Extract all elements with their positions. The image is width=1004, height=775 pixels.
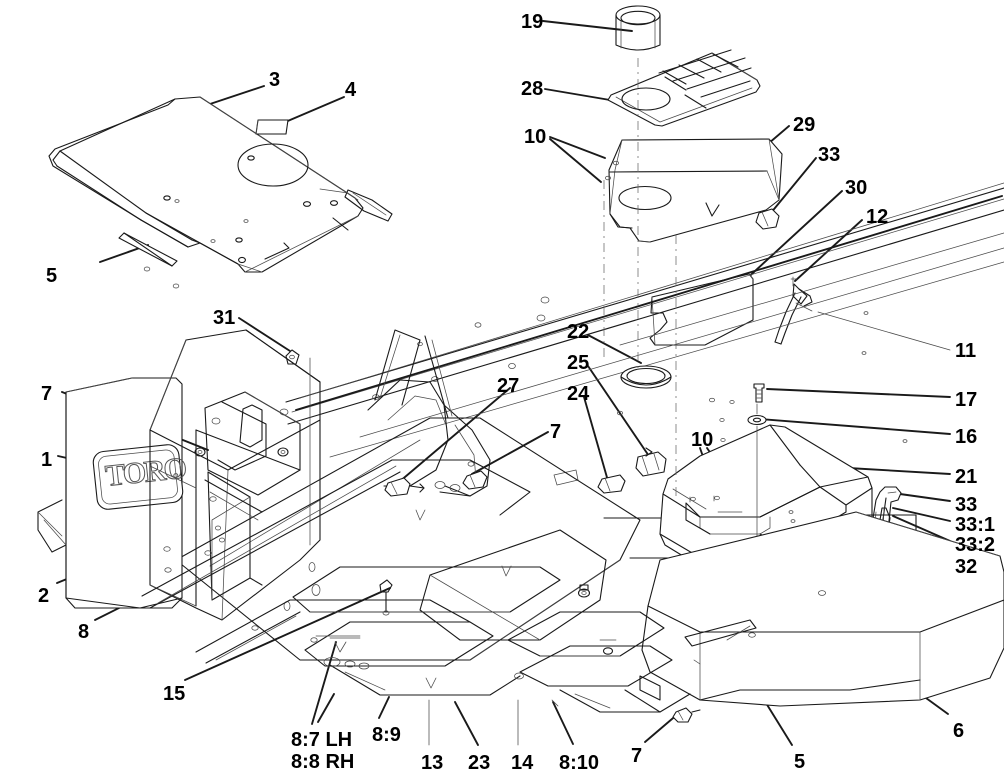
part-handle-slot-5-bottom <box>726 625 751 641</box>
callout-7-left-upper: 7 <box>41 383 53 405</box>
callout-33-2: 33:2 <box>955 534 996 556</box>
callout-1: 1 <box>41 449 53 471</box>
callout-3: 3 <box>269 69 281 91</box>
part-lever-12 <box>774 276 813 345</box>
callout-32: 32 <box>955 556 978 578</box>
callout-29: 29 <box>793 114 816 136</box>
part-clip-25 <box>635 447 667 477</box>
misc-fasteners <box>577 584 617 655</box>
callout-2: 2 <box>38 585 50 607</box>
part-hood-3 <box>48 96 393 289</box>
callout-8-10: 8:10 <box>559 752 600 774</box>
part-badge-1: TORO <box>92 444 188 510</box>
part-plate-30 <box>649 273 754 346</box>
callout-6: 6 <box>953 720 965 742</box>
callout-23: 23 <box>468 752 491 774</box>
part-mat-28 <box>607 49 761 127</box>
callout-33: 33 <box>955 494 978 516</box>
part-fender-6 <box>641 511 1004 707</box>
assembly-axes <box>603 58 677 500</box>
callout-10-console: 10 <box>691 429 714 451</box>
frame-rails-11 <box>285 182 1004 486</box>
callout-8-9: 8:9 <box>372 724 401 746</box>
callout-33-1: 33:1 <box>955 514 996 536</box>
wheelwell-housing <box>367 329 491 497</box>
callout-17: 17 <box>955 389 978 411</box>
callout-5-left: 5 <box>46 265 58 287</box>
part-decal-4 <box>255 119 289 135</box>
callout-10-top: 10 <box>524 126 547 148</box>
callout-27: 27 <box>497 375 520 397</box>
part-panel-29 <box>605 138 783 243</box>
callout-5-bottom: 5 <box>794 751 806 773</box>
callout-33-top: 33 <box>818 144 841 166</box>
callout-19: 19 <box>521 11 544 33</box>
callout-30: 30 <box>845 177 868 199</box>
callout-25: 25 <box>567 352 590 374</box>
callout-15: 15 <box>163 683 186 705</box>
callout-13: 13 <box>421 752 444 774</box>
callout-22: 22 <box>567 321 590 343</box>
part-clip-27 <box>384 477 425 497</box>
callout-16: 16 <box>955 426 978 448</box>
part-bolt-17 <box>753 383 765 403</box>
part-washer-16 <box>747 414 767 426</box>
part-clip-24 <box>597 474 626 494</box>
callout-12: 12 <box>866 206 889 228</box>
callout-24: 24 <box>567 383 590 405</box>
callout-7-bottom: 7 <box>631 745 643 767</box>
part-cupholder-19 <box>615 5 661 51</box>
part-clip-33-top <box>705 202 780 230</box>
part-grommet-22 <box>620 365 672 389</box>
callout-31: 31 <box>213 307 236 329</box>
seat-support-structure <box>149 329 321 621</box>
part-screw-7-bottom <box>672 707 701 723</box>
callout-7-center: 7 <box>550 421 562 443</box>
callout-21: 21 <box>955 466 978 488</box>
callout-8-7-8-8: 8:7 LH 8:8 RH <box>291 729 355 774</box>
part-clip-7-center <box>462 470 488 490</box>
callout-4: 4 <box>345 79 357 101</box>
callout-8: 8 <box>78 621 90 643</box>
part-frame-8 <box>141 459 531 664</box>
frame-floor-deck <box>175 417 831 696</box>
callout-11: 11 <box>955 340 977 362</box>
callout-14: 14 <box>511 752 534 774</box>
front-skirt-14 <box>507 611 691 713</box>
callout-28: 28 <box>521 78 544 100</box>
